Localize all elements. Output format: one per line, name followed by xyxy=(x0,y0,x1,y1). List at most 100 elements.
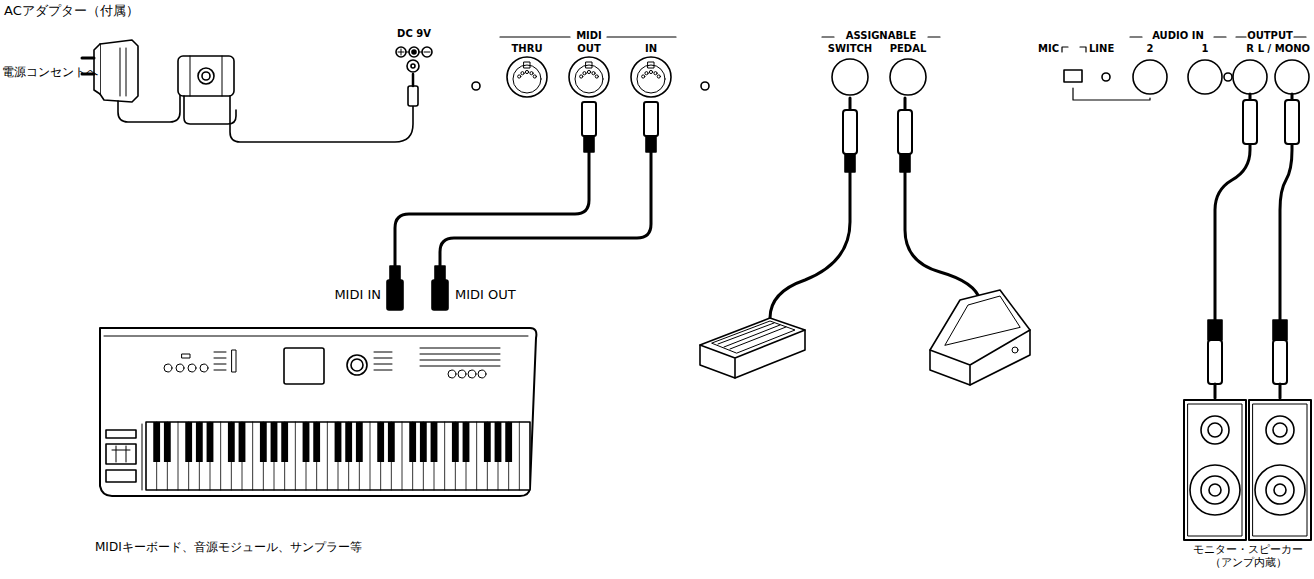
keyboard-panel xyxy=(420,366,500,367)
jack-label: R xyxy=(1246,43,1254,55)
midi-din-jack xyxy=(530,72,533,75)
keyboard-keys xyxy=(327,422,328,490)
speaker-cables xyxy=(1208,94,1299,398)
ac-adapter xyxy=(412,74,415,86)
ac-adapter xyxy=(126,48,127,96)
ac-adapter xyxy=(118,60,180,122)
midi-din-jack xyxy=(533,75,536,78)
ac-adapter xyxy=(82,40,418,142)
footswitch xyxy=(700,318,805,378)
midi-din-jack xyxy=(642,75,645,78)
midi-cables xyxy=(644,102,658,136)
ac-adapter xyxy=(222,56,223,96)
connector-label: MIDI IN xyxy=(334,288,381,303)
keyboard-panel xyxy=(164,364,172,372)
monitor-speakers xyxy=(1274,484,1286,496)
midi-jacks xyxy=(472,82,480,90)
audio-jacks xyxy=(1102,73,1110,81)
ac-adapter xyxy=(178,56,234,96)
ac-adapter xyxy=(120,48,121,96)
midi-din-jack xyxy=(587,70,590,73)
midi-jacks xyxy=(500,36,570,37)
pedal-cables xyxy=(905,170,980,300)
group-label: OUTPUT xyxy=(1247,30,1293,42)
midi-keyboard xyxy=(284,348,324,384)
keyboard-panel xyxy=(374,370,392,371)
keyboard-panel xyxy=(478,370,486,378)
monitor-speakers xyxy=(1249,400,1311,540)
keyboard-panel xyxy=(200,364,208,372)
midi-din-jack xyxy=(645,72,648,75)
midi-cables xyxy=(435,266,445,280)
speaker-cables xyxy=(1285,100,1299,144)
monitor-speakers xyxy=(1190,465,1240,515)
midi-keyboard xyxy=(106,430,136,438)
switch-label: LINE xyxy=(1089,43,1114,55)
speaker-cables xyxy=(1243,100,1257,144)
audio-jacks xyxy=(1188,60,1222,94)
jack-label: 1 xyxy=(1202,43,1209,55)
keyboard-keys xyxy=(207,422,214,462)
keyboard-keys xyxy=(281,422,288,462)
audio-jacks xyxy=(1064,70,1082,82)
keyboard-panel xyxy=(176,364,184,372)
monitor-speakers xyxy=(1184,400,1246,540)
keyboard-keys xyxy=(356,422,363,462)
keyboard-keys xyxy=(377,422,384,462)
footswitch xyxy=(700,330,805,378)
monitor-speakers xyxy=(1208,423,1222,437)
pedal-cables xyxy=(900,154,910,172)
keyboard-keys xyxy=(313,422,320,462)
keyboard-keys xyxy=(178,422,179,490)
pedal-cables xyxy=(904,98,907,110)
dc-jack xyxy=(422,47,432,57)
midi-keyboard xyxy=(112,446,130,462)
audio-jacks xyxy=(1294,36,1306,37)
midi-din-jack xyxy=(583,72,586,75)
ac-adapter xyxy=(198,68,214,84)
keyboard-keys xyxy=(153,422,519,490)
audio-jacks xyxy=(1062,47,1086,52)
keyboard-panel xyxy=(214,364,226,365)
keyboard-panel xyxy=(188,364,196,372)
monitor-speakers xyxy=(1273,423,1287,437)
midi-din-jack xyxy=(657,75,660,78)
midi-cables xyxy=(390,266,400,280)
jack-label: L / MONO xyxy=(1258,43,1310,55)
expression-pedal xyxy=(1012,347,1018,353)
expression-pedal xyxy=(945,296,1020,345)
keyboard-panel xyxy=(214,352,226,353)
keyboard-panel xyxy=(374,352,392,353)
assignable-jacks xyxy=(822,36,834,37)
keyboard-keys xyxy=(220,422,221,490)
ac-adapter xyxy=(408,86,418,106)
midi-cables xyxy=(387,280,403,310)
speaker-cables xyxy=(1208,320,1222,340)
jack-label: PEDAL xyxy=(890,43,927,55)
keyboard-keys xyxy=(519,422,520,490)
ac-adapter xyxy=(202,72,210,80)
speaker-cables xyxy=(1214,384,1217,398)
pedal-cables xyxy=(843,110,857,154)
jack-label: 2 xyxy=(1147,43,1154,55)
audio-jacks xyxy=(1236,36,1246,37)
keyboard-panel xyxy=(182,354,190,358)
midi-cables xyxy=(432,280,448,310)
midi-din-jack xyxy=(648,62,654,68)
keyboard-panel xyxy=(374,358,392,359)
keyboard-panel xyxy=(214,370,226,371)
midi-keyboard xyxy=(104,336,528,337)
keyboard-keys xyxy=(409,422,416,462)
title-label: ACアダプター（付属） xyxy=(4,4,139,19)
expression-pedal xyxy=(930,290,1030,385)
midi-din-jack xyxy=(586,62,592,68)
midi-din-jack xyxy=(507,57,671,97)
keyboard-keys xyxy=(420,422,427,462)
keyboard-keys xyxy=(271,422,278,462)
midi-din-jack xyxy=(595,75,598,78)
midi-din-jack xyxy=(631,57,671,97)
assignable-jacks xyxy=(890,59,926,95)
keyboard-keys xyxy=(484,422,491,462)
audio-jacks xyxy=(1214,36,1226,37)
